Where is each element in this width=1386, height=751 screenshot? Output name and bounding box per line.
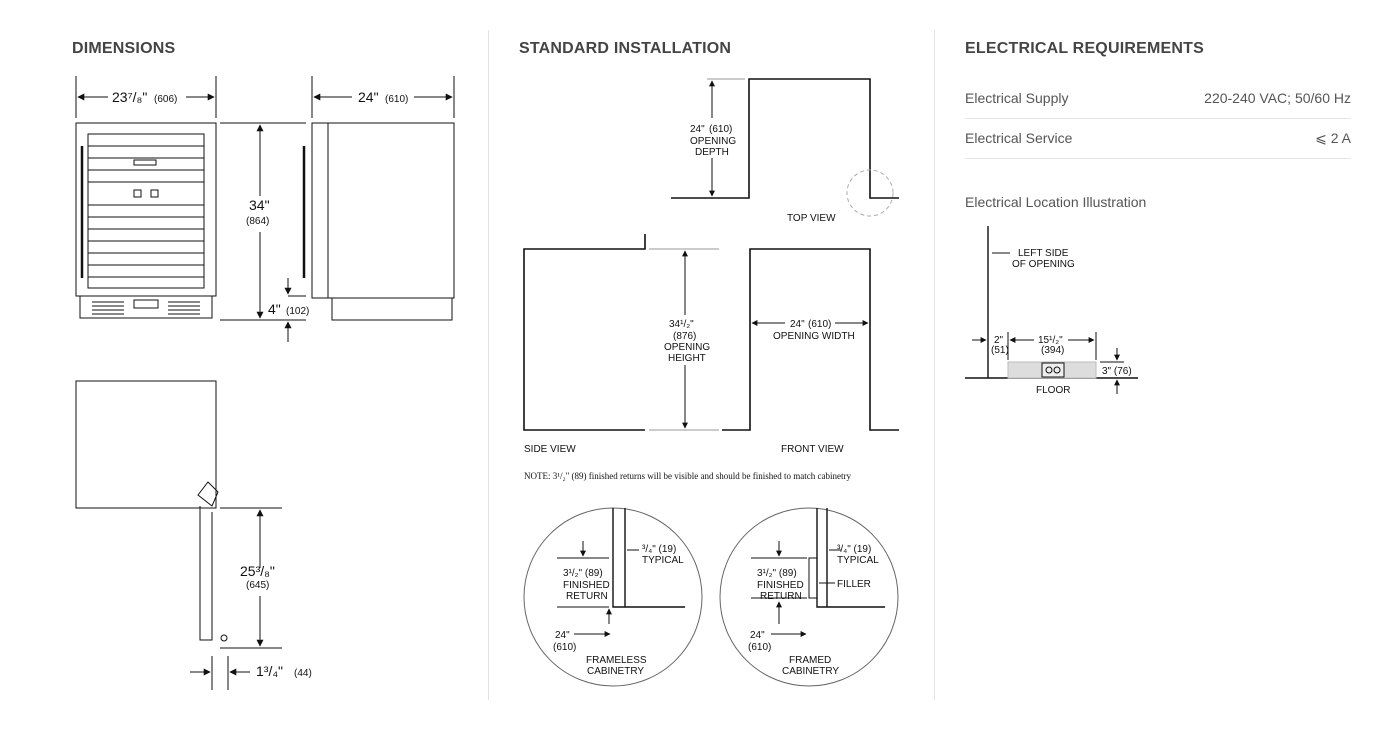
top-depth-depth: DEPTH: [695, 147, 729, 158]
side-height-opening: OPENING: [664, 342, 710, 353]
elec-dim-2-mm: (51): [991, 345, 1009, 356]
d2-24: 24": [750, 630, 765, 641]
elec-dim-2: 2": [994, 335, 1004, 346]
thick-dim-mm: (44): [294, 668, 312, 679]
front-width-mm: (610): [808, 319, 831, 330]
toe-dim-mm: (102): [286, 306, 309, 317]
width-dim: 23⁷/₈": [112, 89, 147, 105]
d1-24: 24": [555, 630, 570, 641]
d2-typical: TYPICAL: [837, 555, 879, 566]
electrical-service-value: ⩽ 2 A: [1315, 130, 1351, 146]
top-view-label: TOP VIEW: [787, 213, 836, 224]
height-dim-mm: (864): [246, 216, 269, 227]
toe-dim: 4": [268, 301, 281, 317]
d2-finished: FINISHED: [757, 580, 804, 591]
front-width: 24": [790, 319, 805, 330]
d1-return-dim: 3¹/₂" (89): [563, 568, 603, 579]
electrical-supply-value: 220-240 VAC; 50/60 Hz: [1204, 90, 1351, 106]
elec-dim-3: 3" (76): [1102, 366, 1132, 377]
swing-dim: 25³/₈": [240, 563, 275, 579]
d1-typical-dim: ³/₄" (19): [642, 544, 676, 555]
dimensions-title: DIMENSIONS: [72, 40, 176, 57]
depth-dim: 24": [358, 89, 379, 105]
electrical-location-drawing: LEFT SIDE OF OPENING 2" (51) 15¹/₂" (394…: [965, 226, 1138, 396]
electrical-title: ELECTRICAL REQUIREMENTS: [965, 40, 1204, 57]
d1-return: RETURN: [566, 591, 608, 602]
front-view-label: FRONT VIEW: [781, 444, 844, 455]
side-view-label: SIDE VIEW: [524, 444, 576, 455]
d1-finished: FINISHED: [563, 580, 610, 591]
electrical-supply-row: Electrical Supply 220-240 VAC; 50/60 Hz: [965, 78, 1351, 119]
top-depth-opening: OPENING: [690, 136, 736, 147]
elec-dim-15-mm: (394): [1041, 345, 1064, 356]
thick-dim: 1³/₄": [256, 663, 283, 679]
d1-24-mm: (610): [553, 642, 576, 653]
installation-title: STANDARD INSTALLATION: [519, 40, 732, 57]
installation-drawing: 24" (610) OPENING DEPTH TOP VIEW 34¹/₂" …: [523, 78, 899, 687]
d2-filler: FILLER: [837, 579, 871, 590]
d1-typical: TYPICAL: [642, 555, 684, 566]
side-height: 34¹/₂": [669, 319, 694, 330]
height-dim: 34": [249, 197, 270, 213]
d2-24-mm: (610): [748, 642, 771, 653]
column-divider-2: [934, 30, 935, 700]
side-height-height: HEIGHT: [668, 353, 706, 364]
electrical-supply-label: Electrical Supply: [965, 90, 1069, 106]
side-height-mm: (876): [673, 331, 696, 342]
left-side-label-1: LEFT SIDE: [1018, 248, 1069, 259]
elec-dim-15: 15¹/₂": [1038, 335, 1063, 346]
dimensions-drawing: 23⁷/₈" (606) 24" (610) 34" (864) 4" (102…: [75, 76, 455, 690]
width-dim-mm: (606): [154, 94, 177, 105]
d1-frameless: FRAMELESS: [586, 655, 647, 666]
d1-cabinetry: CABINETRY: [587, 666, 644, 677]
depth-dim-mm: (610): [385, 94, 408, 105]
d2-typical-dim: ³/₄" (19): [837, 544, 871, 555]
swing-dim-mm: (645): [246, 580, 269, 591]
electrical-illustration-title: Electrical Location Illustration: [965, 194, 1147, 210]
d2-return-dim: 3¹/₂" (89): [757, 568, 797, 579]
d2-framed: FRAMED: [789, 655, 831, 666]
d2-cabinetry: CABINETRY: [782, 666, 839, 677]
electrical-service-row: Electrical Service ⩽ 2 A: [965, 118, 1351, 159]
d2-return: RETURN: [760, 591, 802, 602]
install-note: NOTE: 3¹/₂" (89) finished returns will b…: [524, 471, 851, 481]
floor-label: FLOOR: [1036, 385, 1070, 396]
left-side-label-2: OF OPENING: [1012, 259, 1075, 270]
top-depth: 24": [690, 124, 705, 135]
front-width-label: OPENING WIDTH: [773, 331, 855, 342]
electrical-service-label: Electrical Service: [965, 130, 1073, 146]
column-divider-1: [488, 30, 489, 700]
top-depth-mm: (610): [709, 124, 732, 135]
